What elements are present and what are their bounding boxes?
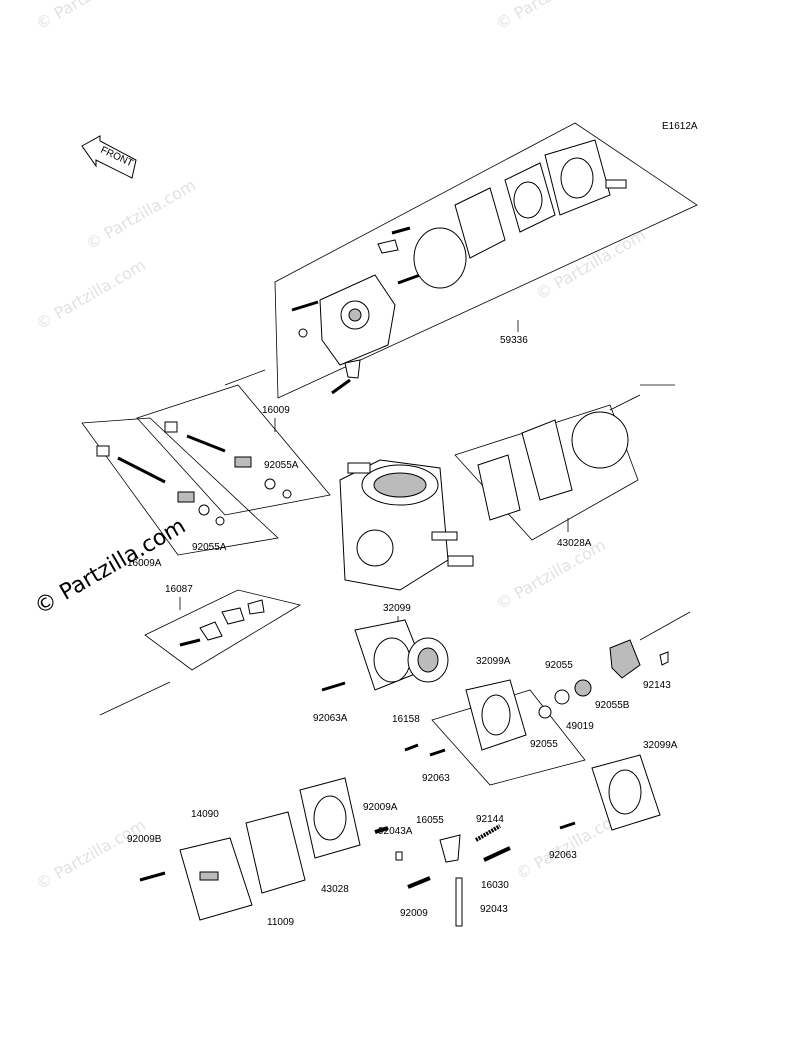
part-label-92009b: 92009B	[127, 834, 162, 845]
part-label-43028a: 43028A	[557, 538, 592, 549]
adjuster-screw-group: 16009 92055A 92055A 16009A	[81, 384, 331, 569]
bottom-cover-group: 14090 92009B 11009 43028	[127, 777, 361, 928]
part-label-59336: 59336	[500, 335, 528, 346]
part-label-32099: 32099	[383, 603, 411, 614]
part-label-49019: 49019	[566, 721, 594, 732]
part-label-92009a: 92009A	[363, 802, 398, 813]
diagram-code: E1612A	[662, 121, 698, 132]
part-label-16030: 16030	[481, 880, 509, 891]
cover-32099a-right: 32099A 92063	[549, 740, 678, 861]
watermark: © Partzilla.com	[493, 0, 609, 33]
part-label-14090: 14090	[191, 809, 219, 820]
watermark-large: © Partzilla.com	[31, 514, 191, 621]
watermark: © Partzilla.com	[83, 175, 199, 253]
pump-cover-group: 32099 92063A	[313, 603, 449, 724]
float-group: 92055B 92143	[595, 611, 691, 711]
part-label-92055a-top: 92055A	[264, 460, 299, 471]
part-label-92043a: 92043A	[378, 826, 413, 837]
watermark: © Partzilla.com	[533, 225, 649, 303]
part-label-16009: 16009	[262, 405, 290, 416]
part-label-92143: 92143	[643, 680, 671, 691]
part-label-32099a-right: 32099A	[643, 740, 678, 751]
part-label-92055-top: 92055	[545, 660, 573, 671]
part-label-92055a-bottom: 92055A	[192, 542, 227, 553]
front-arrow-icon: FRONT	[81, 135, 137, 179]
part-label-92063-middle: 92063	[422, 773, 450, 784]
part-label-16158: 16158	[392, 714, 420, 725]
part-label-43028: 43028	[321, 884, 349, 895]
part-label-92063a: 92063A	[313, 713, 348, 724]
fuel-pump-group: 59336	[274, 122, 698, 399]
watermark: © Partzilla.com	[33, 0, 149, 33]
cover-32099a-middle: 32099A 92055 49019 92055 16158 92063	[392, 656, 594, 786]
part-label-92055-bottom: 92055	[530, 739, 558, 750]
part-label-92009: 92009	[400, 908, 428, 919]
part-label-16087: 16087	[165, 584, 193, 595]
part-label-11009: 11009	[267, 917, 295, 928]
part-label-16055: 16055	[416, 815, 444, 826]
part-label-92043: 92043	[480, 904, 508, 915]
part-label-92055b: 92055B	[595, 700, 630, 711]
carburetor-body	[339, 459, 474, 591]
valve-group: 16087	[144, 584, 302, 671]
small-parts-group: 92009A 92144 92043A 16055 16030 92009 92…	[363, 802, 511, 927]
watermark: © Partzilla.com	[33, 255, 149, 333]
part-label-16009a: 16009A	[127, 558, 162, 569]
part-label-92063-right: 92063	[549, 850, 577, 861]
gasket-set-group: 43028A	[454, 404, 639, 549]
part-label-92144: 92144	[476, 814, 504, 825]
part-label-32099a-middle: 32099A	[476, 656, 511, 667]
watermark: © Partzilla.com	[33, 815, 149, 893]
